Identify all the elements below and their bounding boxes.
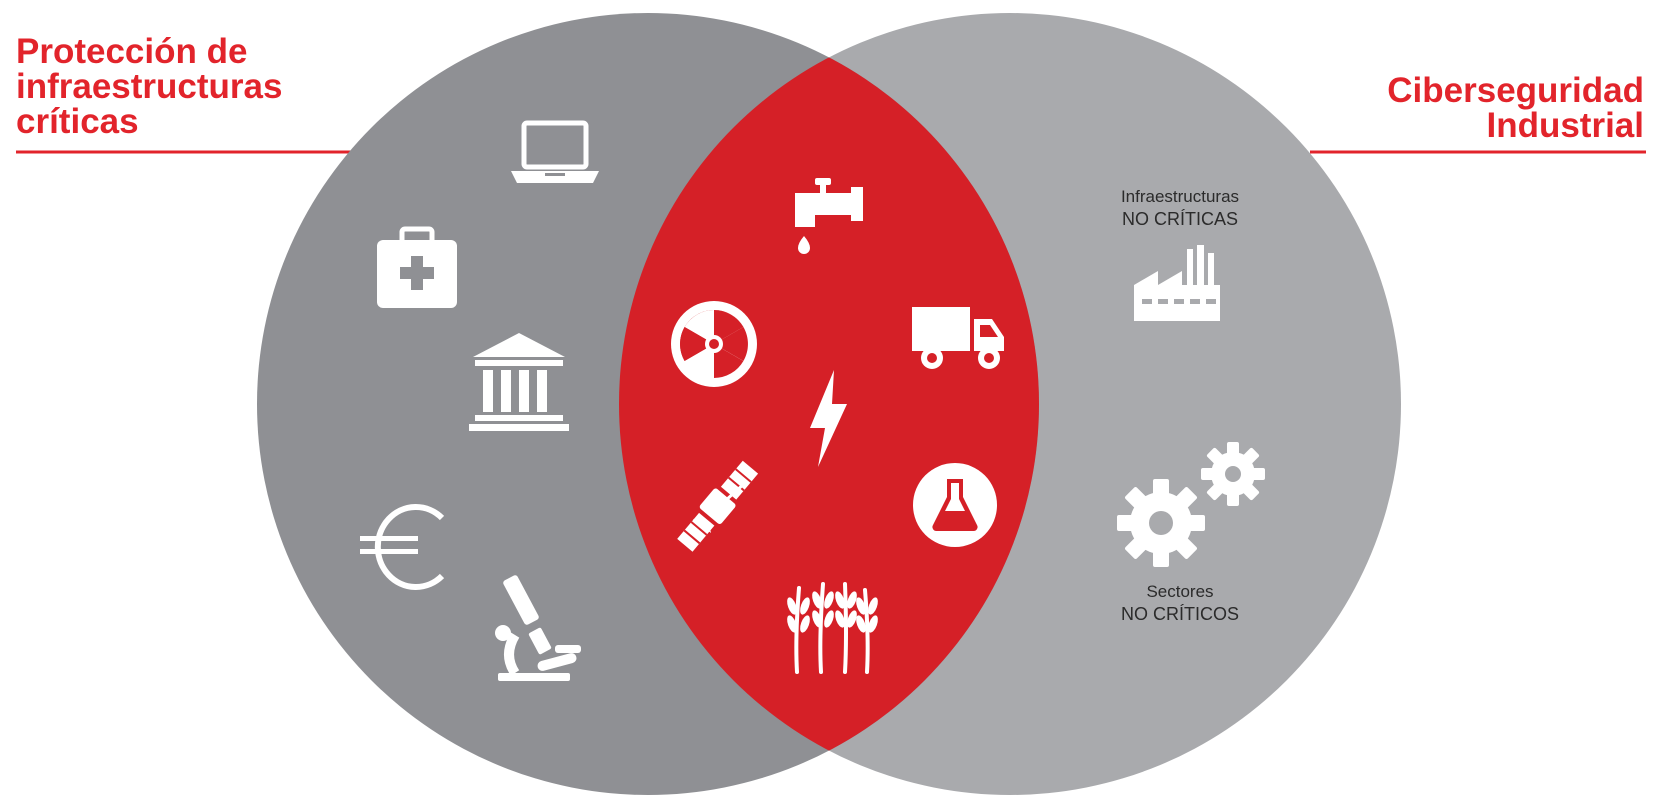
non-critical-sectors-label: Sectores NO CRÍTICOS — [1060, 581, 1300, 625]
right-title-line-2: Industrial — [1486, 106, 1644, 145]
radiation-icon — [671, 301, 757, 387]
infra-label-line-1: Infraestructuras — [1120, 187, 1240, 206]
first-aid-kit-icon — [377, 226, 457, 308]
euro-icon — [360, 504, 445, 590]
wheat-icon — [787, 582, 878, 674]
left-title-line-2: infraestructuras — [16, 67, 283, 106]
left-title-line-1: Protección de — [16, 32, 248, 71]
factory-icon — [1134, 245, 1220, 321]
laptop-icon — [511, 120, 599, 183]
sectors-label-line-2: NO CRÍTICOS — [1120, 604, 1239, 624]
right-circle-title: Ciberseguridad Industrial — [1387, 73, 1644, 143]
water-tap-icon — [795, 178, 863, 254]
left-circle-title: Protección de infraestructuras críticas — [16, 34, 282, 139]
gears-icon — [1117, 442, 1265, 567]
lightning-icon — [810, 370, 847, 467]
satellite-icon — [677, 460, 759, 552]
sectors-label-line-1: Sectores — [1146, 582, 1214, 601]
chemistry-flask-icon — [913, 463, 997, 547]
non-critical-infrastructure-label: Infraestructuras NO CRÍTICAS — [1060, 186, 1300, 230]
bank-building-icon — [469, 333, 569, 431]
microscope-icon — [495, 575, 581, 681]
left-title-line-3: críticas — [16, 102, 139, 141]
infra-label-line-2: NO CRÍTICAS — [1121, 209, 1238, 229]
right-title-line-1: Ciberseguridad — [1387, 71, 1644, 110]
truck-icon — [912, 307, 1004, 369]
